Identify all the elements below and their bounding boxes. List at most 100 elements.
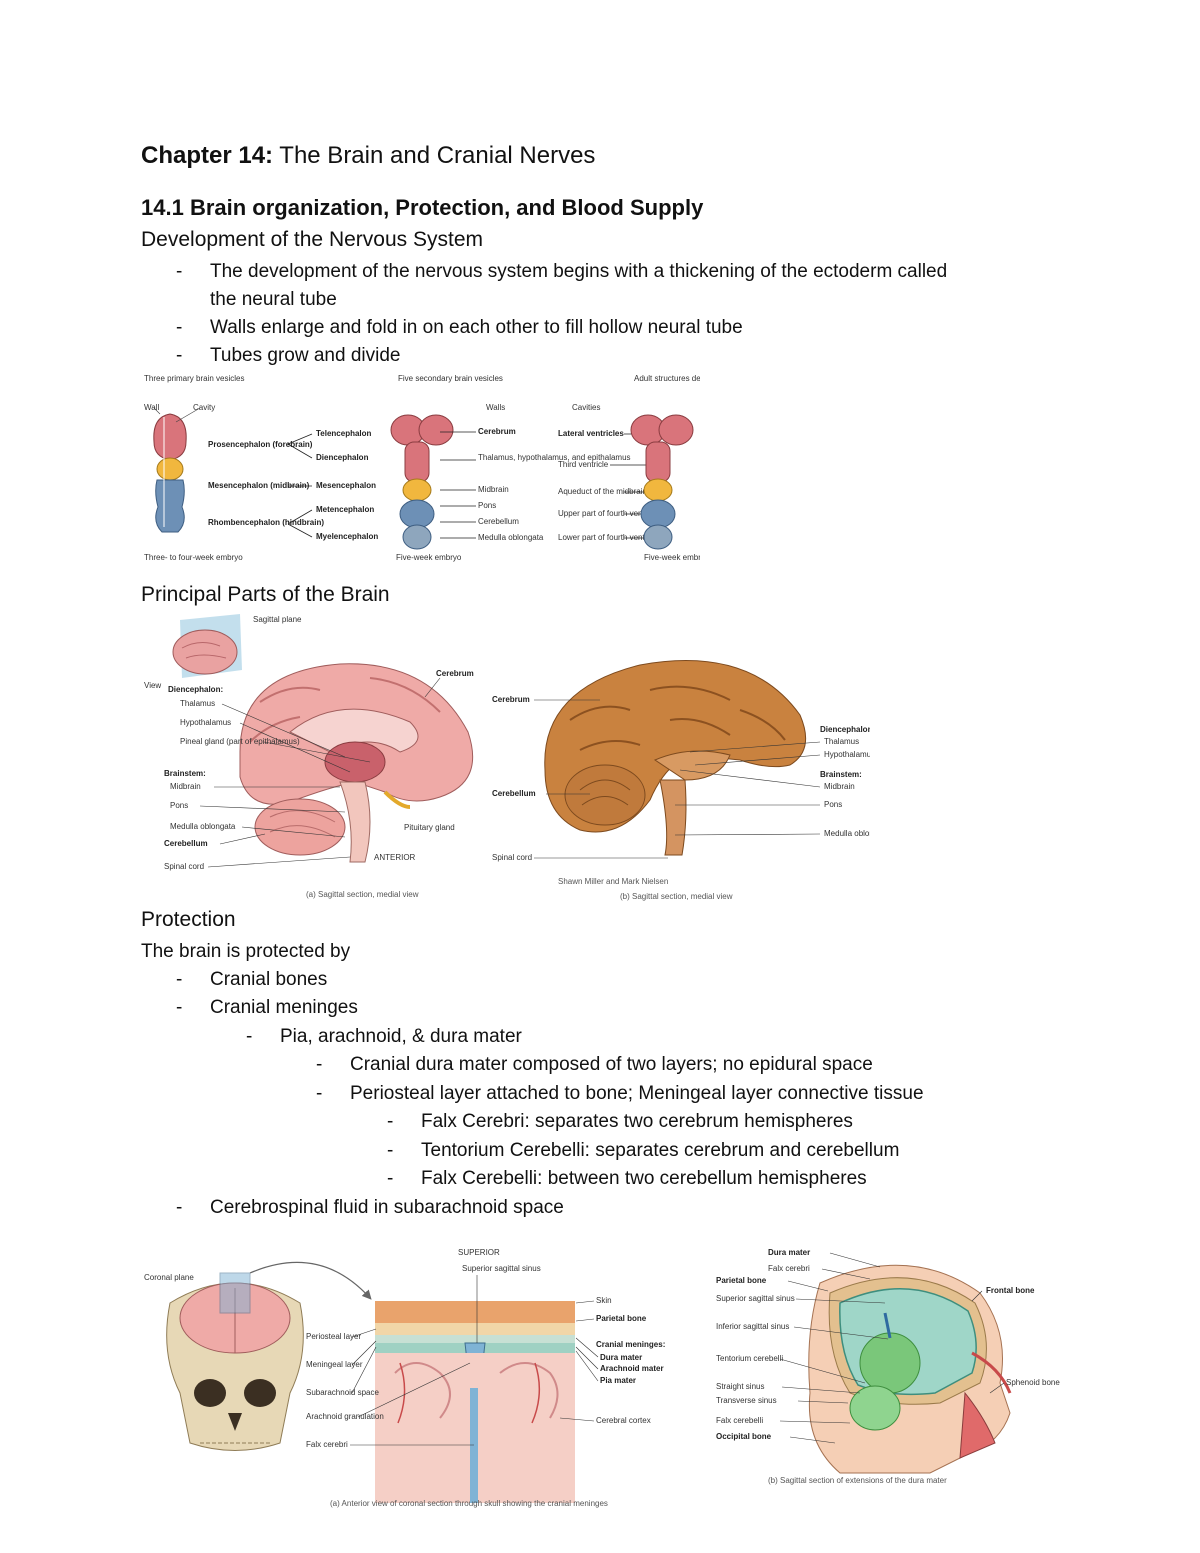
midbrain-b-label: Midbrain (824, 782, 855, 791)
pia-a-label: Pia mater (600, 1376, 636, 1385)
third-ventricle-label: Third ventricle (558, 460, 609, 469)
protection-item: -Cerebrospinal fluid in subarachnoid spa… (176, 1194, 564, 1222)
lower-fourth-label: Lower part of fourth ventricle (558, 533, 660, 542)
pons-b-label: Pons (824, 800, 842, 809)
chapter-prefix: Chapter 14: (141, 142, 274, 169)
protection-item-text: Tentorium Cerebelli: separates cerebrum … (421, 1140, 900, 1161)
wall-label: Wall (144, 403, 159, 412)
skull-illustration (166, 1272, 304, 1451)
protection-item-text: Cranial dura mater composed of two layer… (350, 1054, 873, 1075)
cavity-label: Cavity (193, 403, 215, 412)
thalamus-b-label: Thalamus (824, 737, 859, 746)
protection-item-text: Cranial bones (210, 969, 328, 990)
cerebrum-label: Cerebrum (478, 427, 516, 436)
brain-medial-view (239, 663, 474, 863)
dura-extensions-figure: Dura mater Falx cerebri Parietal bone Su… (716, 1248, 1060, 1485)
development-heading: Development of the Nervous System (141, 228, 483, 251)
dev-bullet-3: -Tubes grow and divide (176, 345, 401, 366)
bullet-dash: - (387, 1140, 394, 1161)
cerebrum-a-label: Cerebrum (436, 669, 474, 678)
thalamus-etc-label: Thalamus, hypothalamus, and epithalamus (478, 453, 631, 462)
protection-item: -Cranial dura mater composed of two laye… (316, 1051, 873, 1079)
tentorium-b-label: Tentorium cerebelli (716, 1354, 783, 1363)
cerebrum-b-label: Cerebrum (492, 695, 530, 704)
hypothalamus-b-label: Hypothalamus (824, 750, 870, 759)
parietal-a-label: Parietal bone (596, 1314, 647, 1323)
bullet-dash: - (316, 1083, 323, 1104)
anterior-label: ANTERIOR (374, 853, 416, 862)
section-title: 14.1 Brain organization, Protection, and… (141, 195, 703, 221)
vesicles-col2-title: Five secondary brain vesicles (398, 374, 503, 383)
mesencephalon-label: Mesencephalon (midbrain) (208, 481, 310, 490)
dev-bullet-1-cont: the neural tube (210, 289, 337, 310)
spinal-cord-b-label: Spinal cord (492, 853, 532, 862)
falx-cerebelli-b-label: Falx cerebelli (716, 1416, 763, 1425)
hypothalamus-a-label: Hypothalamus (180, 718, 231, 727)
skin-label: Skin (596, 1296, 612, 1305)
dura-a-label: Dura mater (600, 1353, 642, 1362)
pons-label: Pons (478, 501, 496, 510)
protection-item: - Cranial meninges (176, 994, 358, 1022)
protection-intro: The brain is protected by (141, 941, 351, 962)
figure-a-caption: (a) Sagittal section, medial view (306, 890, 419, 899)
granulation-label: Arachnoid granulation (306, 1412, 384, 1421)
protection-item: -Periosteal layer attached to bone; Meni… (316, 1080, 924, 1108)
cranial-meninges-label: Cranial meninges: (596, 1340, 665, 1349)
arachnoid-a-label: Arachnoid mater (600, 1364, 664, 1373)
secondary-vesicles-tube (390, 414, 454, 550)
bullet-dash: - (387, 1111, 394, 1132)
brain-vesicles-figure: Three primary brain vesicles Wall Cavity… (144, 374, 700, 562)
head-sagittal (808, 1264, 1012, 1474)
bullet-dash: - (246, 1026, 253, 1047)
bullet-dash: - (387, 1168, 394, 1189)
meninges-section (375, 1301, 575, 1503)
sup-sag-sinus-a-label: Superior sagittal sinus (462, 1264, 541, 1273)
sagittal-plane-label: Sagittal plane (253, 615, 302, 624)
diencephalon-b-label: Diencephalon: (820, 725, 870, 734)
protection-item: - Falx Cerebri: separates two cerebrum he… (387, 1108, 853, 1136)
brain-specimen (544, 660, 807, 856)
diencephalon-label: Diencephalon (316, 453, 369, 462)
midbrain-a-label: Midbrain (170, 782, 201, 791)
diencephalon-a-label: Diencephalon: (168, 685, 223, 694)
protection-item: -Pia, arachnoid, & dura mater (246, 1023, 522, 1051)
protection-item: - Cranial bones (176, 966, 327, 994)
cortex-label: Cerebral cortex (596, 1416, 651, 1425)
subarachnoid-label: Subarachnoid space (306, 1388, 379, 1397)
protection-item: - Tentorium Cerebelli: separates cerebrum… (387, 1137, 899, 1165)
vesicles-col1-caption: Three- to four-week embryo (144, 553, 243, 562)
falx-cerebri-b-label: Falx cerebri (768, 1264, 810, 1273)
adult-structures-tube (630, 414, 694, 550)
lateral-ventricles-label: Lateral ventricles (558, 429, 624, 438)
vesicles-col2-caption: Five-week embryo (396, 553, 462, 562)
figure-b-caption: (b) Sagittal section, medial view (620, 892, 733, 901)
protection-item-text: Cranial meninges (210, 997, 358, 1018)
meningeal-label: Meningeal layer (306, 1360, 363, 1369)
pons-a-label: Pons (170, 801, 188, 810)
cavities-label: Cavities (572, 403, 600, 412)
protection-item-text: Falx Cerebelli: between two cerebellum h… (421, 1168, 867, 1189)
telencephalon-label: Telencephalon (316, 429, 372, 438)
superior-label: SUPERIOR (458, 1248, 500, 1257)
brainstem-a-label: Brainstem: (164, 769, 206, 778)
cerebellum-label: Cerebellum (478, 517, 519, 526)
bullet-dash: - (176, 997, 183, 1018)
parietal-b-label: Parietal bone (716, 1276, 767, 1285)
occipital-b-label: Occipital bone (716, 1432, 772, 1441)
cerebellum-b-label: Cerebellum (492, 789, 536, 798)
thalamus-a-label: Thalamus (180, 699, 215, 708)
section-number: 14.1 (141, 195, 184, 220)
bullet-dash: - (176, 1197, 183, 1218)
myelencephalon-label: Myelencephalon (316, 532, 378, 541)
walls-label: Walls (486, 403, 505, 412)
protection-item-text: Falx Cerebri: separates two cerebrum hem… (421, 1111, 853, 1132)
dev-bullet-1: -The development of the nervous system b… (176, 261, 948, 282)
brain-sagittal-photo: Cerebrum Cerebellum Spinal cord Dienceph… (492, 660, 870, 901)
mesencephalon2-label: Mesencephalon (316, 481, 376, 490)
vesicles-col3-caption: Five-week embryo (644, 553, 700, 562)
vesicles-col3-title: Adult structures derived from: (634, 374, 700, 383)
pineal-a-label: Pineal gland (part of epithalamus) (180, 737, 300, 746)
spinal-cord-a-label: Spinal cord (164, 862, 204, 871)
bullet-dash: - (176, 969, 183, 990)
chapter-title: Chapter 14: The Brain and Cranial Nerves (141, 142, 595, 170)
